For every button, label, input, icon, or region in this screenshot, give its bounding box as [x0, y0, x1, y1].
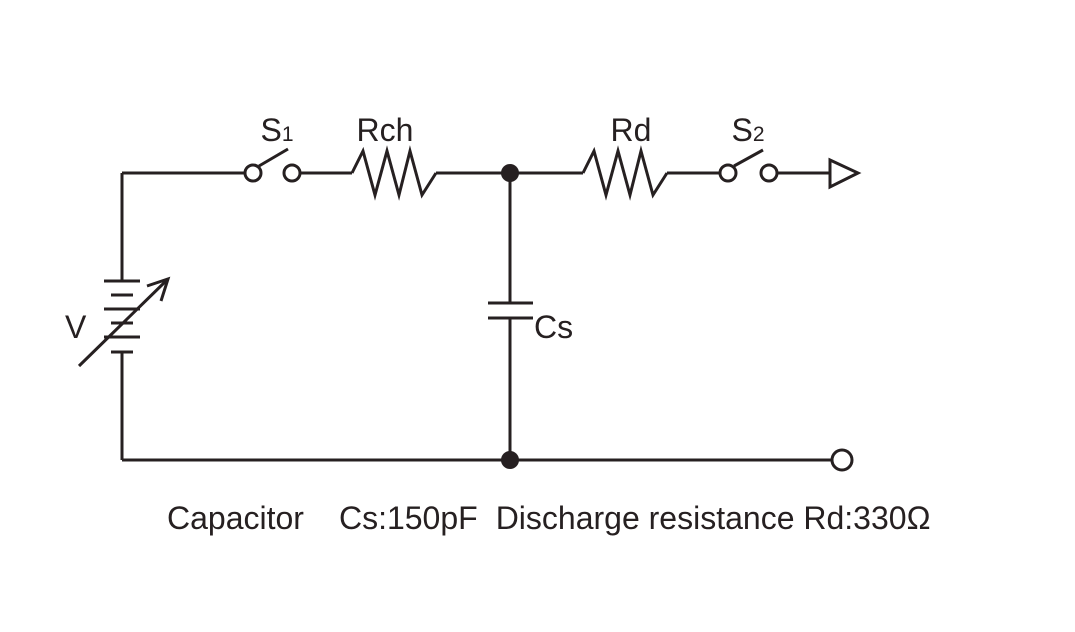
voltage-source-label: V: [65, 309, 87, 345]
switch-s2-label-subscript: 2: [752, 123, 765, 146]
switch-s1-label-base: S: [260, 112, 282, 148]
resistor-rch-symbol: [350, 145, 438, 201]
battery-symbol: [77, 276, 171, 368]
caption: Capacitor Cs:150pF Discharge resistance Rd…: [167, 502, 930, 534]
switch-s2-contact-left: [718, 163, 738, 183]
switch-s2-label: S2: [731, 114, 764, 151]
switch-s1-lever: [258, 147, 289, 168]
switch-s2: [718, 148, 779, 183]
caption-capacitor-word: Capacitor: [167, 500, 304, 536]
caption-discharge-resistance-value: Discharge resistance Rd:330Ω: [495, 500, 931, 536]
variable-arrow-shaft: [77, 277, 170, 368]
switch-s2-contact-right: [759, 163, 779, 183]
resistor-rd-symbol: [581, 145, 669, 201]
output-arrow-terminal: [828, 157, 862, 190]
switch-s1-contact-left: [243, 163, 263, 183]
resistor-rch-label: Rch: [356, 112, 414, 148]
switch-s2-label-base: S: [731, 112, 753, 148]
switch-s1-label: S1: [260, 114, 293, 151]
ground-terminal-circle: [830, 448, 854, 472]
caption-capacitor-value: Cs:150pF: [338, 500, 478, 536]
capacitor-label: Cs: [534, 309, 574, 345]
switch-s1-contact-right: [282, 163, 302, 183]
capacitor-symbol: [488, 301, 533, 320]
switch-s2-lever: [733, 148, 764, 168]
resistor-rd-label: Rd: [610, 112, 652, 148]
switch-s1-label-subscript: 1: [281, 123, 294, 146]
switch-s1: [243, 147, 302, 183]
variable-arrow-head: [146, 276, 171, 302]
